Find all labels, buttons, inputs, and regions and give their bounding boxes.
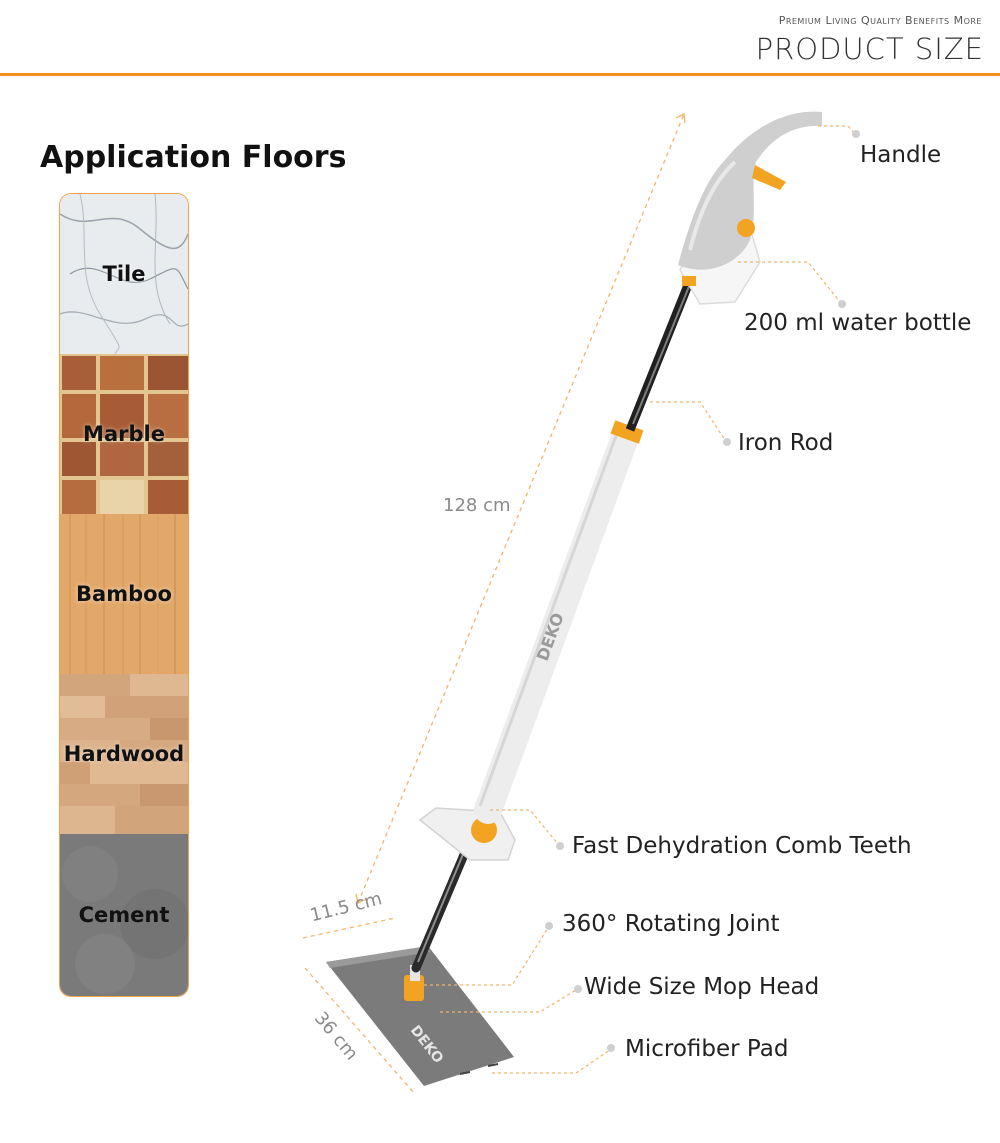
floor-tile-bamboo: Bamboo xyxy=(60,514,188,674)
callout-microfiber-pad: Microfiber Pad xyxy=(625,1036,789,1062)
rotating-joint xyxy=(404,965,424,1001)
bamboo-texture xyxy=(60,514,188,674)
callout-rotating-joint: 360° Rotating Joint xyxy=(562,911,780,937)
iron-rod-leader xyxy=(650,401,731,446)
floors-title: Application Floors xyxy=(40,140,347,175)
cement-texture xyxy=(60,834,188,996)
floor-label: Bamboo xyxy=(76,582,172,606)
comb-teeth-unit xyxy=(418,807,516,861)
header-title: PRODUCT SIZE xyxy=(755,32,984,66)
header-divider xyxy=(0,73,1000,76)
rotating-joint-leader xyxy=(424,922,553,986)
length-label: 128 cm xyxy=(443,495,511,516)
callout-iron-rod: Iron Rod xyxy=(738,430,834,456)
floor-label: Marble xyxy=(83,422,165,446)
floor-tile-hardwood: Hardwood xyxy=(60,674,188,834)
comb-teeth-leader xyxy=(490,809,564,850)
header-tagline: Premium Living Quality Benefits More xyxy=(778,14,982,27)
callout-water-bottle: 200 ml water bottle xyxy=(744,310,972,336)
marble-texture xyxy=(60,194,188,354)
floor-column: Tile Marble B xyxy=(59,193,189,997)
floor-label: Hardwood xyxy=(63,742,185,766)
hardwood-texture xyxy=(60,674,188,834)
iron-rod xyxy=(625,278,695,432)
length-dimension-line xyxy=(355,113,686,904)
microfiber-pad-leader xyxy=(492,1044,615,1074)
handle xyxy=(678,111,822,270)
floor-tile-tile: Tile xyxy=(60,194,188,354)
lower-rod xyxy=(411,845,471,973)
mop-head xyxy=(326,946,514,1086)
water-bottle-leader xyxy=(738,261,846,308)
floor-tile-marble: Marble xyxy=(60,354,188,514)
callout-mop-head: Wide Size Mop Head xyxy=(584,974,820,1000)
callout-comb-teeth: Fast Dehydration Comb Teeth xyxy=(572,833,912,859)
floor-label: Tile xyxy=(102,262,146,286)
callout-handle: Handle xyxy=(860,142,942,168)
floor-label: Cement xyxy=(78,903,170,927)
handle-leader xyxy=(818,125,860,138)
floor-tile-cement: Cement xyxy=(60,834,188,996)
terracotta-texture xyxy=(60,354,188,514)
main-tube xyxy=(474,420,644,824)
depth-dimension-line xyxy=(304,967,415,1094)
mop-head-leader xyxy=(440,985,582,1013)
